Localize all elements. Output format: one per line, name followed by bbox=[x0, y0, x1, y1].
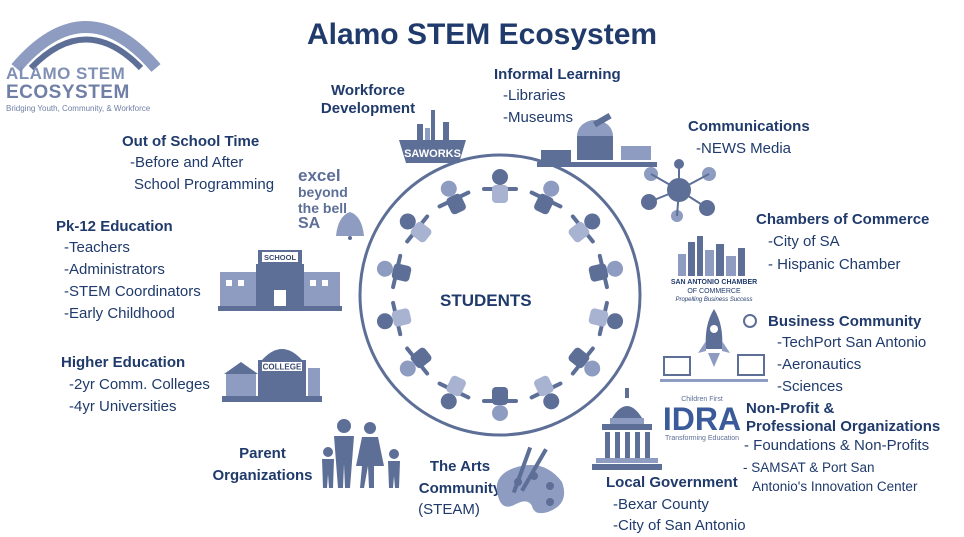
college-building-icon: COLLEGE bbox=[222, 349, 322, 402]
child-figure-icon bbox=[482, 169, 518, 203]
excel-beyond-bell-logo: excel beyond the bell SA bbox=[298, 166, 368, 232]
chambers-heading: Chambers of Commerce bbox=[756, 211, 930, 228]
child-figure-icon bbox=[529, 180, 563, 215]
chambers-item-hispanic: - Hispanic Chamber bbox=[768, 256, 901, 273]
child-figure-icon bbox=[399, 346, 432, 377]
nonprofit-item-samsat: - SAMSAT & Port San bbox=[743, 460, 875, 475]
child-figure-icon bbox=[437, 375, 471, 410]
pk12-item-stem-coordinators: -STEM Coordinators bbox=[64, 283, 201, 300]
nonprofit-heading: Non-Profit & Professional Organizations bbox=[746, 400, 940, 436]
ost-heading: Out of School Time bbox=[122, 133, 260, 150]
saworks-label: SAWORKS bbox=[404, 148, 461, 160]
logo-arc-icon bbox=[11, 21, 161, 72]
business-item-aeronautics: -Aeronautics bbox=[777, 356, 862, 373]
child-figure-icon bbox=[568, 346, 601, 377]
chamber-logo-line3: Propelling Business Success bbox=[675, 297, 753, 303]
college-label: COLLEGE bbox=[263, 363, 302, 372]
idra-logo: Children First IDRA Transforming Educati… bbox=[660, 396, 744, 442]
child-figure-icon bbox=[588, 253, 624, 290]
arts-heading-line1: The Arts bbox=[429, 458, 491, 475]
localgov-heading: Local Government bbox=[606, 474, 738, 491]
arts-heading-line2: Community bbox=[418, 480, 502, 497]
children-ring-icon bbox=[376, 169, 624, 421]
page-title: Alamo STEM Ecosystem bbox=[306, 18, 658, 51]
child-figure-icon bbox=[482, 387, 518, 421]
chamber-logo-line1: SAN ANTONIO CHAMBER bbox=[670, 279, 758, 286]
pk12-item-administrators: -Administrators bbox=[64, 261, 165, 278]
workforce-heading-line2: Development bbox=[320, 100, 416, 117]
chamber-logo-line2: OF COMMERCE bbox=[687, 288, 741, 295]
pk12-heading: Pk-12 Education bbox=[56, 218, 173, 235]
higher-ed-item-comm-colleges: -2yr Comm. Colleges bbox=[69, 376, 210, 393]
logo-line1: ALAMO STEM bbox=[6, 64, 126, 83]
chambers-item-city: -City of SA bbox=[768, 233, 840, 250]
logo-line2: ECOSYSTEM bbox=[6, 82, 130, 103]
informal-heading: Informal Learning bbox=[494, 66, 621, 83]
localgov-item-san-antonio: -City of San Antonio bbox=[613, 517, 746, 534]
informal-item-museums: -Museums bbox=[503, 109, 574, 126]
child-figure-icon bbox=[568, 213, 601, 244]
informal-item-libraries: -Libraries bbox=[503, 87, 566, 104]
child-figure-icon bbox=[529, 375, 563, 410]
saworks-icon: SAWORKS bbox=[399, 110, 466, 163]
business-heading: Business Community bbox=[768, 313, 922, 330]
alamo-stem-logo: ALAMO STEM ECOSYSTEM Bridging Youth, Com… bbox=[6, 6, 166, 116]
excel-logo-line2: beyond bbox=[298, 184, 348, 200]
excel-logo-line1: excel bbox=[298, 166, 341, 185]
arts-heading: The Arts Community bbox=[410, 458, 510, 498]
higher-ed-item-universities: -4yr Universities bbox=[69, 398, 177, 415]
localgov-item-bexar: -Bexar County bbox=[613, 496, 709, 513]
center-label: STUDENTS bbox=[440, 291, 532, 310]
paint-palette-icon bbox=[496, 446, 565, 514]
bell-icon bbox=[336, 212, 364, 240]
ost-item-before-after: -Before and After bbox=[130, 154, 244, 171]
chamber-logo-text: SAN ANTONIO CHAMBER OF COMMERCE Propelli… bbox=[664, 278, 764, 305]
workforce-heading: Workforce Development bbox=[318, 82, 418, 118]
rocket-tech-icon bbox=[660, 309, 768, 382]
logo-tagline: Bridging Youth, Community, & Workforce bbox=[6, 104, 151, 113]
child-figure-icon bbox=[376, 253, 412, 290]
parent-heading-line1: Parent bbox=[239, 445, 286, 462]
arts-item-steam: (STEAM) bbox=[418, 501, 480, 518]
higher-ed-heading: Higher Education bbox=[61, 354, 186, 371]
idra-logo-top: Children First bbox=[681, 396, 723, 403]
excel-logo-line4: SA bbox=[298, 215, 321, 232]
school-building-icon: SCHOOL bbox=[218, 250, 342, 311]
child-figure-icon bbox=[588, 300, 624, 337]
excel-logo-line3: the bell bbox=[298, 200, 348, 216]
communications-item-news: -NEWS Media bbox=[696, 140, 792, 157]
observatory-icon bbox=[537, 113, 657, 167]
nonprofit-item-innovation: Antonio's Innovation Center bbox=[752, 479, 918, 494]
nonprofit-heading-line2: Professional Organizations bbox=[746, 418, 941, 435]
business-item-techport: -TechPort San Antonio bbox=[777, 334, 927, 351]
students-circle bbox=[358, 153, 642, 437]
school-label: SCHOOL bbox=[264, 253, 297, 262]
parent-heading: Parent Organizations bbox=[210, 445, 315, 485]
skyline-icon bbox=[678, 236, 745, 276]
parent-heading-line2: Organizations bbox=[212, 467, 313, 484]
business-item-sciences: -Sciences bbox=[777, 378, 843, 395]
nonprofit-heading-line1: Non-Profit & bbox=[746, 400, 835, 417]
ost-item-school-programming: School Programming bbox=[134, 176, 275, 193]
idra-logo-text: IDRA bbox=[662, 401, 742, 437]
pk12-item-early-childhood: -Early Childhood bbox=[64, 305, 175, 322]
capitol-building-icon bbox=[592, 388, 662, 470]
workforce-heading-line1: Workforce bbox=[331, 82, 405, 99]
child-figure-icon bbox=[437, 180, 471, 215]
pk12-item-teachers: -Teachers bbox=[64, 239, 130, 256]
child-figure-icon bbox=[399, 213, 432, 244]
communications-heading: Communications bbox=[688, 118, 810, 135]
nonprofit-item-foundations: - Foundations & Non-Profits bbox=[744, 437, 930, 454]
media-network-icon bbox=[641, 159, 716, 222]
family-icon bbox=[322, 419, 400, 488]
idra-logo-bottom: Transforming Education bbox=[664, 435, 740, 442]
child-figure-icon bbox=[376, 300, 412, 337]
